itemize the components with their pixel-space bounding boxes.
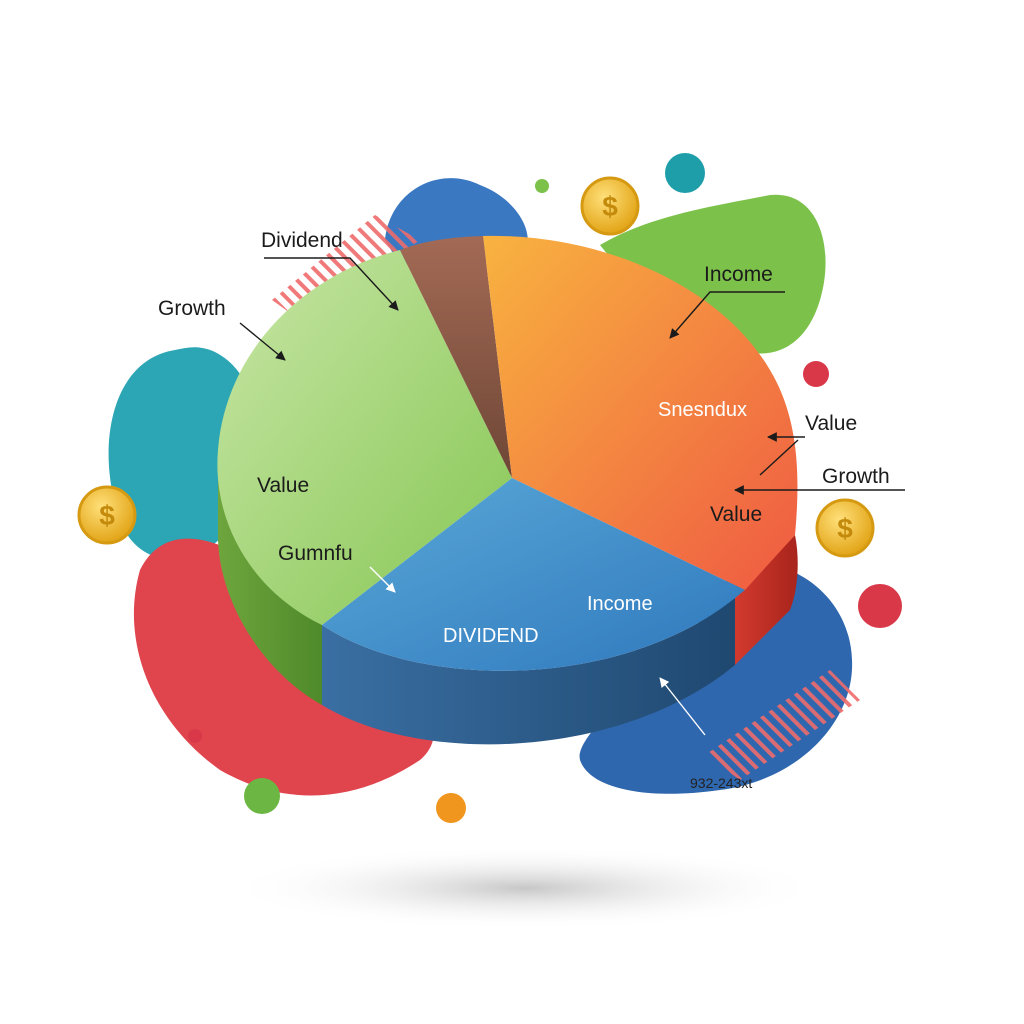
label-caption: 932-243xt [690,775,752,791]
label-value-inner-right: Value [710,503,762,526]
sphere-teal [665,153,705,193]
sphere-orange [436,793,466,823]
blue-side [322,598,735,745]
coin-symbol: $ [99,500,115,531]
label-dividend-blue: DIVIDEND [443,625,539,647]
sphere-red-large [858,584,902,628]
label-income-top-right: Income [704,263,773,286]
sphere-red-small [188,729,202,743]
leader-income-top [669,291,785,339]
coin-1: $ [580,176,640,236]
red-side [735,535,798,665]
label-value-right: Value [805,412,857,435]
leader-caption [659,677,706,736]
coin-symbol: $ [837,513,853,544]
slice-income [483,235,798,590]
label-snesndux: Snesndux [658,399,747,421]
label-value-left: Value [257,474,309,497]
slice-dividend-top [400,236,512,478]
leader-value-right-diag [759,439,799,476]
decorative-spheres [188,153,902,823]
coin-symbol: $ [602,191,618,222]
pie-top [217,235,798,671]
leader-growth-left [239,322,286,361]
slice-dividend [322,478,745,671]
sphere-green [244,778,280,814]
stripe-patch-bottom-right [705,670,860,780]
blob-green-right [600,194,826,354]
label-growth-right: Growth [822,465,890,488]
slice-labels: Dividend Growth Value Gumnfu Income Snes… [158,229,890,791]
sphere-red-right [803,361,829,387]
slice-growth [217,250,512,625]
label-growth-left: Growth [158,297,226,320]
label-income-blue: Income [587,593,653,615]
coin-2: $ [77,485,137,545]
ground-shadow [225,846,825,930]
sphere-green-small [535,179,549,193]
leader-dividend-top [264,257,399,311]
leader-lines [239,257,905,736]
label-dividend-top: Dividend [261,229,343,252]
coin-3: $ [815,498,875,558]
leader-garbled-left [369,566,396,593]
label-garbled-left: Gumnfu [278,542,353,565]
